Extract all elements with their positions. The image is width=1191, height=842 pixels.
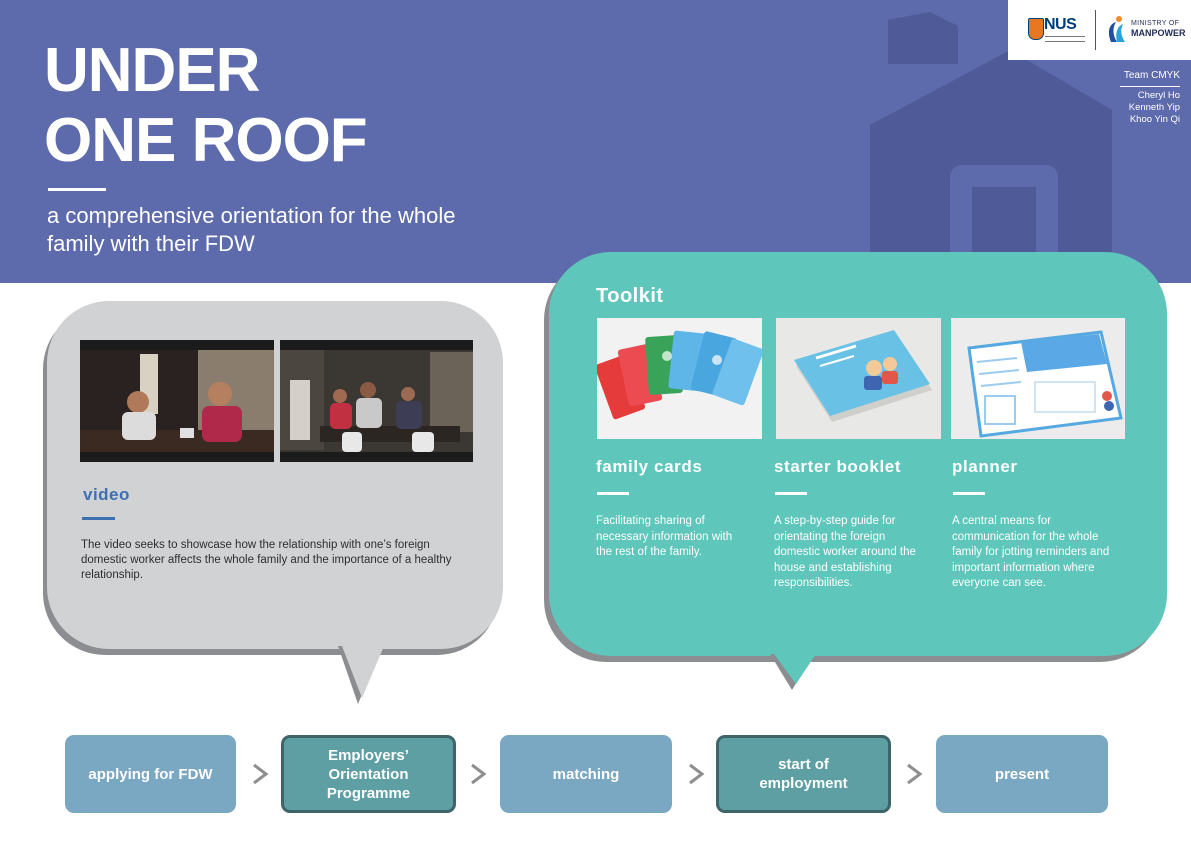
tool-divider [597,492,629,495]
header-banner: UNDER ONE ROOF a comprehensive orientati… [0,0,1191,283]
nus-logo: NUS [1028,14,1086,46]
tool-name-family-cards: family cards [596,457,703,476]
logo-panel: NUS MINISTRY OF MANPOWER [1008,0,1191,60]
step-label: Employers’ Orientation Programme [326,746,411,802]
step-label: start of employment [759,756,848,792]
step-present: present [936,735,1108,813]
tool-name-starter-booklet: starter booklet [774,457,902,476]
title-line-1: UNDER [44,36,260,105]
video-description: The video seeks to showcase how the rela… [81,539,452,581]
team-member: Kenneth Yip [1128,102,1180,113]
step-start-of-employment: start of employment [716,735,891,813]
logo-divider [1095,10,1096,50]
team-name: Team CMYK [1123,70,1180,81]
tool-name-planner: planner [952,457,1018,476]
team-member: Cheryl Ho [1137,90,1180,101]
team-members: Cheryl Ho Kenneth Yip Khoo Yin Qi [1129,90,1180,126]
tool-desc-family-cards: Facilitating sharing of necessary inform… [596,515,733,558]
chevron-right-icon [471,763,487,785]
video-heading: video [83,485,130,504]
family-cards-image [597,318,762,439]
chevron-right-icon [689,763,705,785]
step-matching: matching [500,735,672,813]
tool-desc-starter-booklet: A step-by-step guide for orientating the… [774,515,916,589]
mom-logo-line1: MINISTRY OF [1131,20,1180,27]
tool-divider [775,492,807,495]
video-still-2 [280,340,473,462]
step-label: present [994,765,1050,783]
toolkit-bubble [549,252,1167,656]
poster-title: UNDER ONE ROOF [44,36,368,176]
poster-subtitle: a comprehensive orientation for the whol… [47,203,456,256]
starter-booklet-image [776,318,941,439]
step-label: applying for FDW [88,765,213,783]
toolkit-heading: Toolkit [596,285,664,307]
video-divider [82,517,115,520]
step-label: matching [552,765,620,783]
mom-logo: MINISTRY OF MANPOWER [1105,12,1186,48]
planner-image [951,318,1125,439]
title-divider [48,188,106,191]
tool-desc-planner: A central means for communication for th… [952,515,1110,589]
team-member: Khoo Yin Qi [1129,114,1180,125]
team-divider [1120,86,1180,87]
video-bubble-tail [338,646,384,704]
toolkit-bubble-tail [770,654,816,690]
tool-divider [953,492,985,495]
mom-logo-line2: MANPOWER [1131,28,1186,38]
step-employers-orientation-programme: Employers’ Orientation Programme [281,735,456,813]
nus-crest-icon [1028,18,1044,40]
nus-logo-text: NUS [1044,16,1077,33]
title-line-2: ONE ROOF [44,106,368,175]
video-still-1 [80,340,274,462]
step-applying-for-fdw: applying for FDW [65,735,236,813]
chevron-right-icon [253,763,269,785]
mom-mark-icon [1108,16,1125,42]
chevron-right-icon [907,763,923,785]
